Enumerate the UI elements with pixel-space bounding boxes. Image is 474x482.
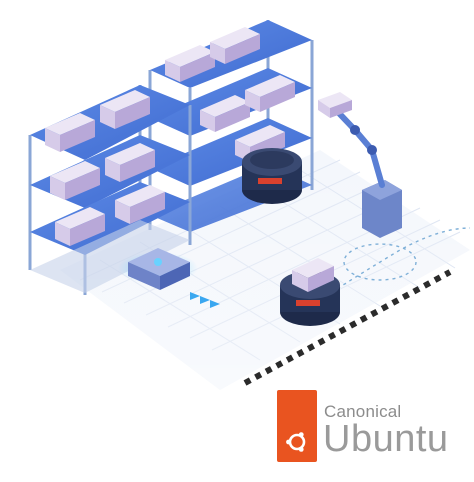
storage-box xyxy=(55,207,105,246)
storage-box xyxy=(115,185,165,224)
mobile-robot-back xyxy=(242,148,302,204)
storage-box xyxy=(100,90,150,129)
storage-box xyxy=(50,161,100,200)
ubuntu-circle-of-friends-icon xyxy=(286,432,306,452)
storage-box xyxy=(210,27,260,64)
robot-arm xyxy=(318,92,402,238)
agv-robot xyxy=(118,248,220,308)
storage-box xyxy=(245,75,295,112)
storage-box xyxy=(165,45,215,82)
storage-box xyxy=(105,143,155,182)
storage-box xyxy=(200,95,250,132)
product-name: Ubuntu xyxy=(323,418,449,460)
company-name: Canonical xyxy=(324,402,402,421)
floor-hazard-stripe xyxy=(243,269,452,386)
ubuntu-badge xyxy=(277,390,317,462)
shelving-rack-front xyxy=(28,85,192,295)
mobile-robot-front xyxy=(280,258,340,326)
storage-box xyxy=(45,113,95,152)
canonical-ubuntu-logo: Canonical Ubuntu xyxy=(277,388,467,466)
